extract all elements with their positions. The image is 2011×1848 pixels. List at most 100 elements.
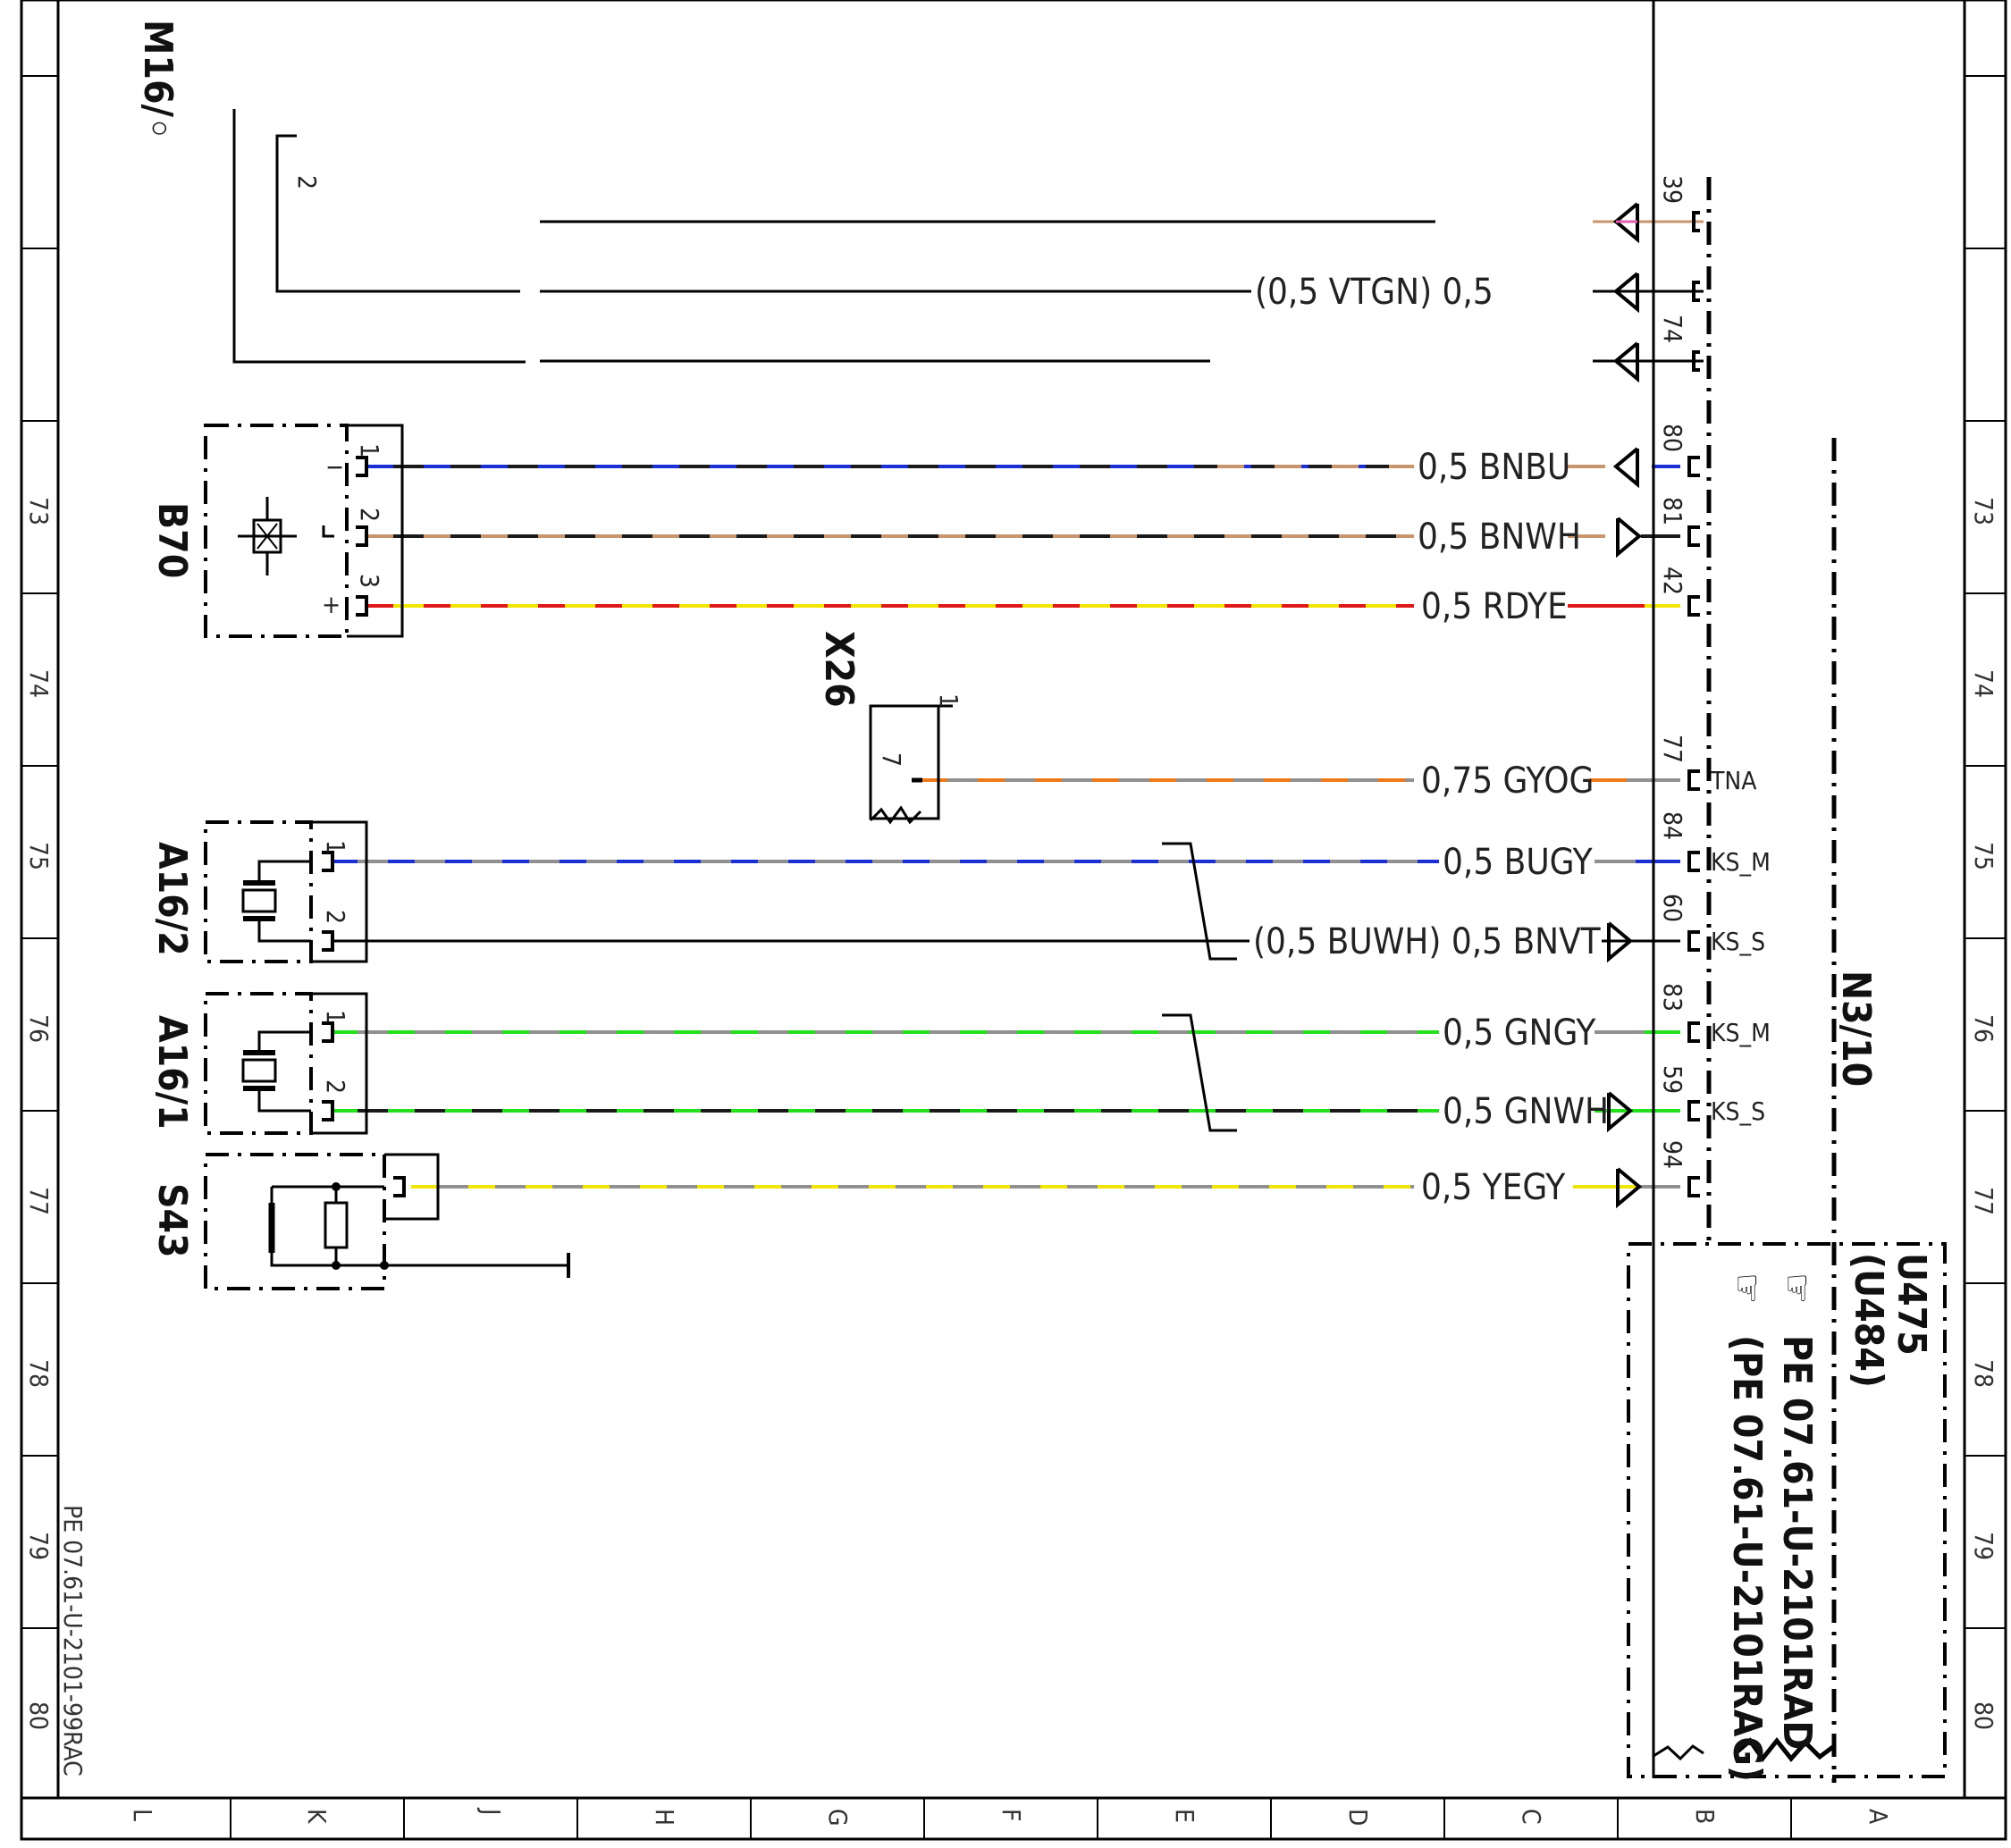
- signal-ks-s-2: KS_S: [1711, 1096, 1765, 1126]
- col-label-A: A: [1864, 1809, 1893, 1825]
- pin-59: 59: [1658, 1065, 1687, 1094]
- wire-bnbu-label: 0,5 BNBU: [1418, 447, 1570, 488]
- signal-ks-m-2: KS_M: [1711, 1018, 1771, 1047]
- col-label-B: B: [1690, 1809, 1720, 1824]
- pin-60: 60: [1658, 894, 1687, 922]
- a16-1-label: A16/1: [149, 1015, 195, 1130]
- row-label-79-right: 79: [1969, 1532, 1998, 1560]
- n3-10-pin-numbers: 39 74 80 81 42 77 84 60 83 59 94: [1658, 175, 1687, 1169]
- connector-arrows: [1607, 202, 1643, 1209]
- a16-1-pin-2: 2: [321, 1079, 350, 1094]
- b70-label: B70: [149, 502, 195, 578]
- pin-84: 84: [1658, 811, 1687, 840]
- wire-bnwh-label: 0,5 BNWH: [1418, 517, 1581, 558]
- b70-pin-2: 2: [355, 508, 384, 522]
- connector-80: [1612, 447, 1639, 489]
- connector-vtgn: [1612, 272, 1639, 314]
- row-label-74-left: 74: [24, 669, 54, 698]
- a16-2-pin-2: 2: [321, 910, 350, 924]
- s43-label: S43: [149, 1183, 195, 1258]
- col-label-C: C: [1517, 1809, 1546, 1825]
- wire-yegy-label: 0,5 YEGY: [1421, 1167, 1566, 1208]
- signal-ks-s-1: KS_S: [1711, 927, 1765, 956]
- wire-bugy-label: 0,5 BUGY: [1443, 842, 1594, 883]
- b70-pin-3: 3: [355, 574, 384, 588]
- col-label-J: J: [476, 1807, 506, 1815]
- col-label-E: E: [1170, 1809, 1199, 1823]
- col-label-L: L: [128, 1809, 157, 1821]
- row-label-77-right: 77: [1969, 1187, 1998, 1215]
- frame-column-labels: L K J H G F E D C B A: [128, 1807, 1893, 1827]
- b70-minus: −: [325, 452, 344, 482]
- x26-pin-7: 7: [877, 752, 906, 767]
- wire-gnwh-label: 0,5 GNWH: [1443, 1091, 1609, 1132]
- m16-component: M16/◦ 2: [135, 20, 526, 364]
- pin-39: 39: [1658, 175, 1687, 204]
- row-label-76-right: 76: [1969, 1014, 1998, 1043]
- n3-10-label: N3/10: [1833, 970, 1879, 1087]
- signal-ks-m-1: KS_M: [1711, 847, 1771, 877]
- pin-94: 94: [1658, 1140, 1687, 1169]
- reference-pe-rag: (PE 07.61-U-2101RAG): [1724, 1335, 1770, 1782]
- a16-2-pin-1: 1: [321, 840, 350, 854]
- top-wires: [540, 220, 1704, 363]
- a16-1-pin-1: 1: [321, 1010, 350, 1024]
- row-label-78-left: 78: [24, 1359, 54, 1388]
- connector-60: [1607, 921, 1634, 963]
- pin-74: 74: [1658, 315, 1687, 343]
- pin-83: 83: [1658, 983, 1687, 1012]
- reference-pe-rad: PE 07.61-U-2101RAD: [1774, 1335, 1820, 1750]
- x26-pin-1: 1: [934, 693, 963, 708]
- n3-10-signal-names: TNA KS_M KS_S KS_M KS_S: [1710, 766, 1771, 1126]
- shield-leaders: [1162, 842, 1237, 1132]
- col-label-D: D: [1343, 1809, 1373, 1826]
- connector-74: [1612, 341, 1639, 383]
- m16-label: M16/◦: [135, 20, 181, 139]
- connector-81: [1616, 517, 1643, 559]
- row-label-79-left: 79: [24, 1532, 54, 1560]
- b70-plus: +: [322, 590, 341, 619]
- variant-u475: U475: [1889, 1253, 1934, 1356]
- wire-bnvt-label: (0,5 BUWH) 0,5 BNVT: [1253, 921, 1602, 962]
- pin-81: 81: [1658, 497, 1687, 525]
- pin-77: 77: [1658, 735, 1687, 763]
- connector-94: [1616, 1167, 1643, 1209]
- row-label-73-left: 73: [24, 497, 54, 525]
- col-label-F: F: [997, 1809, 1026, 1822]
- row-label-75-right: 75: [1969, 842, 1998, 870]
- pin-42: 42: [1658, 567, 1687, 595]
- drawing-frame: [20, 0, 2007, 1841]
- variant-notes: U475 (U484) ☞ PE 07.61-U-2101RAD ☞ (PE 0…: [1724, 1253, 1934, 1782]
- wire-vtgn-label: (0,5 VTGN) 0,5: [1255, 272, 1494, 313]
- variant-u484: (U484): [1846, 1253, 1891, 1388]
- col-label-K: K: [302, 1809, 332, 1825]
- b70-component: [204, 424, 404, 638]
- a16-2-component: [204, 820, 368, 963]
- x26-component: [869, 704, 953, 825]
- pin-80: 80: [1658, 424, 1687, 452]
- wire-gyog-label: 0,75 GYOG: [1421, 760, 1594, 802]
- x26-label: X26: [816, 631, 862, 708]
- row-label-77-left: 77: [24, 1187, 54, 1215]
- row-label-74-right: 74: [1969, 669, 1998, 698]
- col-label-G: G: [823, 1809, 853, 1827]
- n3-10-pin-column: [1652, 0, 1837, 1783]
- wire-rdye-label: 0,5 RDYE: [1421, 586, 1568, 627]
- b70-pin-1: 1: [355, 443, 384, 458]
- a16-1-component: [204, 992, 368, 1135]
- variant-box: [1627, 1242, 1947, 1778]
- document-reference: PE 07.61-U-2101-99RAC: [58, 1505, 88, 1777]
- row-label-80-right: 80: [1969, 1701, 1998, 1730]
- row-label-75-left: 75: [24, 842, 54, 870]
- row-label-78-right: 78: [1969, 1359, 1998, 1388]
- row-label-76-left: 76: [24, 1014, 54, 1043]
- wire-gngy-label: 0,5 GNGY: [1443, 1012, 1596, 1054]
- m16-pin-2: 2: [292, 175, 322, 189]
- row-label-73-right: 73: [1969, 497, 1998, 525]
- pointing-hand-icon-1: ☞: [1774, 1273, 1820, 1305]
- colored-wires: [331, 465, 1680, 1189]
- s43-junction-dots: [332, 1182, 389, 1270]
- frame-row-labels: 73 74 75 76 77 78 79 80 73 74 75 76 77 7…: [24, 497, 1998, 1730]
- connector-59: [1607, 1091, 1634, 1133]
